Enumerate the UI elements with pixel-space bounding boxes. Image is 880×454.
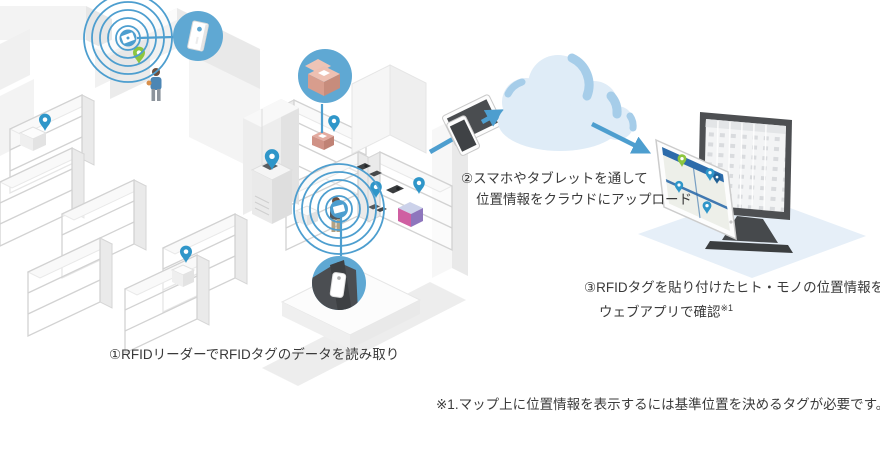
printer [250, 149, 294, 224]
step3-line1: ③RFIDタグを貼り付けたヒト・モノの位置情報を [584, 280, 880, 295]
shelf-items [294, 163, 425, 227]
step3-line2: ウェブアプリで確認※1 [599, 303, 734, 320]
package-tag-callout-icon [298, 49, 352, 103]
step3-caption: ③RFIDタグを貼り付けたヒト・モノの位置情報を ウェブアプリで確認※1 [584, 277, 880, 323]
webapp-tablet-icon [655, 138, 737, 241]
shelf-unit [124, 254, 210, 354]
webapp-display [638, 112, 866, 278]
step2-caption: ②スマホやタブレットを通して 位置情報をクラウドにアップロード [461, 168, 692, 210]
footnote-reference: ※1 [720, 303, 734, 313]
tagged-package-on-shelf [312, 104, 340, 150]
pocket-tag-callout-icon [312, 256, 366, 310]
tagged-box-2 [170, 245, 196, 287]
upload-arrow-head [480, 109, 505, 127]
upload-flow [428, 53, 652, 156]
pink-purple-box [398, 202, 423, 227]
cloud-icon [498, 53, 637, 151]
warehouse-illustration [0, 0, 468, 386]
step2-line1: ②スマホやタブレットを通して [461, 171, 648, 186]
rfid-card-callout-icon [173, 11, 223, 61]
person-walking [146, 68, 162, 101]
shelf-unit [27, 237, 113, 337]
download-arrow-icon [590, 121, 652, 154]
step2-line2: 位置情報をクラウドにアップロード [476, 192, 692, 207]
tagged-box-1 [18, 113, 51, 151]
step1-caption: ①RFIDリーダーでRFIDタグのデータを読み取り [109, 347, 400, 362]
footnote: ※1.マップ上に位置情報を表示するには基準位置を決めるタグが必要です。 [436, 397, 880, 412]
tablet-camera-dot [729, 220, 733, 224]
cabinets [243, 64, 427, 215]
radio-waves-icon [293, 163, 385, 255]
